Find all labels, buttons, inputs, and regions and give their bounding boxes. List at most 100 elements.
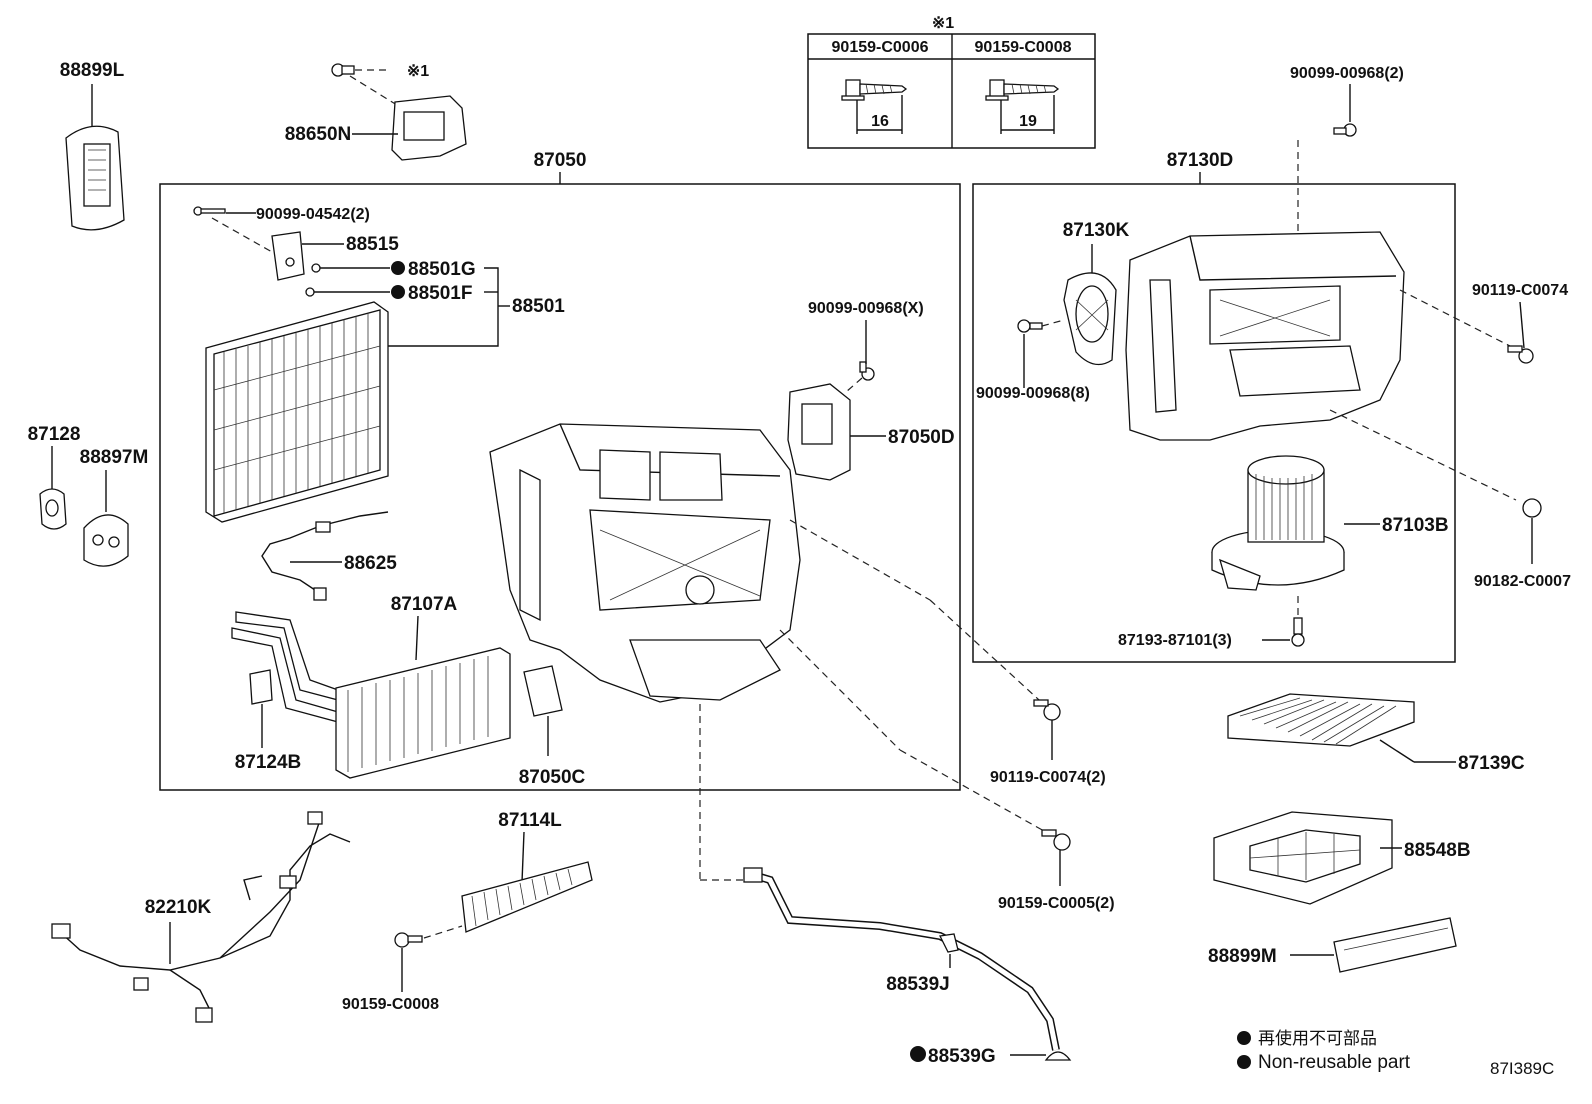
part-88501F[interactable]: 88501F xyxy=(305,283,472,304)
part-90099-00968-2[interactable]: 90099-00968(2) xyxy=(1290,65,1404,310)
part-90119-C0074-2[interactable]: 90119-C0074(2) xyxy=(990,699,1106,786)
bolt-icon xyxy=(394,932,423,948)
part-87050D[interactable]: 90099-00968(X) 87050D xyxy=(787,300,955,481)
part-88899L[interactable]: 88899L xyxy=(60,60,125,231)
part-87114L[interactable]: 87114L xyxy=(461,810,593,933)
part-88548B[interactable]: 88548B xyxy=(1213,811,1471,905)
part-90119-C0074[interactable]: 90119-C0074 xyxy=(1399,282,1568,364)
label-87103B: 87103B xyxy=(1382,515,1449,536)
bolt-icon xyxy=(1333,123,1357,137)
legend-dot-icon xyxy=(1237,1055,1251,1069)
hvac-case-icon xyxy=(489,423,801,703)
label-90119-C0074-2: 90119-C0074(2) xyxy=(990,769,1106,786)
part-88501[interactable]: 88501 xyxy=(388,267,565,347)
part-87107A[interactable]: 87107A xyxy=(231,594,511,779)
part-90159-C0005[interactable]: 90159-C0005(2) xyxy=(998,829,1115,912)
part-88539G[interactable]: 88539G xyxy=(910,1046,1072,1067)
label-87050D: 87050D xyxy=(888,427,955,448)
wire-harness-icon xyxy=(59,833,351,971)
bolt-icon xyxy=(1017,319,1043,333)
label-90159-C0005: 90159-C0005(2) xyxy=(998,895,1115,912)
screw-table: ※1 90159-C0006 90159-C0008 16 19 xyxy=(807,15,1096,149)
drain-clip-icon xyxy=(1044,1051,1072,1061)
part-90099-00968-8[interactable]: 90099-00968(8) xyxy=(976,319,1090,402)
part-87128[interactable]: 87128 xyxy=(28,424,81,530)
non-reusable-dot-icon xyxy=(910,1046,926,1062)
bolt-icon xyxy=(1507,345,1534,364)
label-88897M: 88897M xyxy=(80,447,149,468)
label-90099-00968-2: 90099-00968(2) xyxy=(1290,65,1404,82)
part-87193-87101[interactable]: 87193-87101(3) xyxy=(1118,596,1305,649)
assembly-87050-frame xyxy=(159,183,961,791)
legend-en: Non-reusable part xyxy=(1258,1052,1411,1073)
label-90119-C0074: 90119-C0074 xyxy=(1472,282,1568,299)
screw-table-mark: ※1 xyxy=(932,15,954,32)
label-87124B: 87124B xyxy=(235,752,302,773)
label-88515: 88515 xyxy=(346,234,399,255)
label-90159-C0008: 90159-C0008 xyxy=(342,996,439,1013)
bolt-icon xyxy=(1033,699,1061,721)
screw-table-part-1: 90159-C0006 xyxy=(832,39,929,56)
legend-dot-icon xyxy=(1237,1031,1251,1045)
label-82210K: 82210K xyxy=(145,897,212,918)
label-88899L: 88899L xyxy=(60,60,125,81)
part-90099-04542[interactable]: 90099-04542(2) xyxy=(193,206,370,253)
legend-jp: 再使用不可部品 xyxy=(1258,1028,1377,1048)
part-88897M[interactable]: 88897M xyxy=(80,447,149,567)
label-88539G: 88539G xyxy=(928,1046,996,1067)
part-90182-C0007[interactable]: 90182-C0007 xyxy=(1329,409,1571,590)
filter-cover-icon xyxy=(1333,917,1457,973)
label-87050C: 87050C xyxy=(519,767,586,788)
part-87103B[interactable]: 87103B xyxy=(1211,455,1449,591)
label-90099-00968-8: 90099-00968(8) xyxy=(976,385,1090,402)
label-88501G: 88501G xyxy=(408,259,476,280)
blower-case-icon xyxy=(1125,231,1405,441)
label-88625: 88625 xyxy=(344,553,397,574)
part-87124B[interactable]: 87124B xyxy=(235,669,302,773)
label-88899M: 88899M xyxy=(1208,946,1277,967)
label-87130D: 87130D xyxy=(1167,150,1234,171)
screw-19-icon: 19 xyxy=(985,79,1060,134)
label-88650N: 88650N xyxy=(285,124,352,145)
label-87130K: 87130K xyxy=(1063,220,1130,241)
cabin-filter-icon xyxy=(1227,693,1415,747)
part-88650N[interactable]: ※1 88650N xyxy=(285,63,467,161)
label-90182-C0007: 90182-C0007 xyxy=(1474,573,1571,590)
part-88501G[interactable]: 88501G xyxy=(311,259,476,280)
evaporator-icon xyxy=(205,301,389,523)
part-88625[interactable]: 88625 xyxy=(261,511,397,601)
blower-motor-icon xyxy=(1211,455,1345,591)
part-87050C[interactable]: 87050C xyxy=(519,665,586,788)
non-reusable-dot-icon xyxy=(391,261,405,275)
part-90159-C0008[interactable]: 90159-C0008 xyxy=(342,925,463,1013)
duct-filter-icon xyxy=(461,861,593,933)
nut-icon xyxy=(1522,498,1542,518)
label-88501: 88501 xyxy=(512,296,565,317)
thermistor-wire-icon xyxy=(261,511,389,593)
bolt-icon xyxy=(859,361,875,381)
non-reusable-dot-icon xyxy=(391,285,405,299)
label-90099-00968X: 90099-00968(X) xyxy=(808,300,924,317)
label-87139C: 87139C xyxy=(1458,753,1525,774)
part-88515[interactable]: 88515 xyxy=(271,231,399,281)
label-88501F: 88501F xyxy=(408,283,472,304)
label-90099-04542: 90099-04542(2) xyxy=(256,206,370,223)
diagram-code: 87I389C xyxy=(1490,1059,1554,1078)
clamp-icon xyxy=(249,669,273,705)
part-87139C[interactable]: 87139C xyxy=(1227,693,1525,774)
screw-19-length: 19 xyxy=(1019,113,1037,130)
label-88548B: 88548B xyxy=(1404,840,1471,861)
label-87107A: 87107A xyxy=(391,594,458,615)
heater-core-icon xyxy=(335,647,511,779)
part-87130K[interactable]: 87130K xyxy=(1063,220,1130,366)
label-87193-87101: 87193-87101(3) xyxy=(1118,632,1232,649)
label-mark1: ※1 xyxy=(407,63,429,80)
expansion-valve-icon xyxy=(271,231,305,281)
part-88539J[interactable]: 88539J xyxy=(743,867,1060,1051)
part-88899M[interactable]: 88899M xyxy=(1208,917,1457,973)
screw-16-length: 16 xyxy=(871,113,889,130)
label-87128: 87128 xyxy=(28,424,81,445)
part-82210K[interactable]: 82210K xyxy=(51,811,351,1023)
assembly-87130D-frame xyxy=(972,183,1456,663)
screw-table-part-2: 90159-C0008 xyxy=(975,39,1072,56)
